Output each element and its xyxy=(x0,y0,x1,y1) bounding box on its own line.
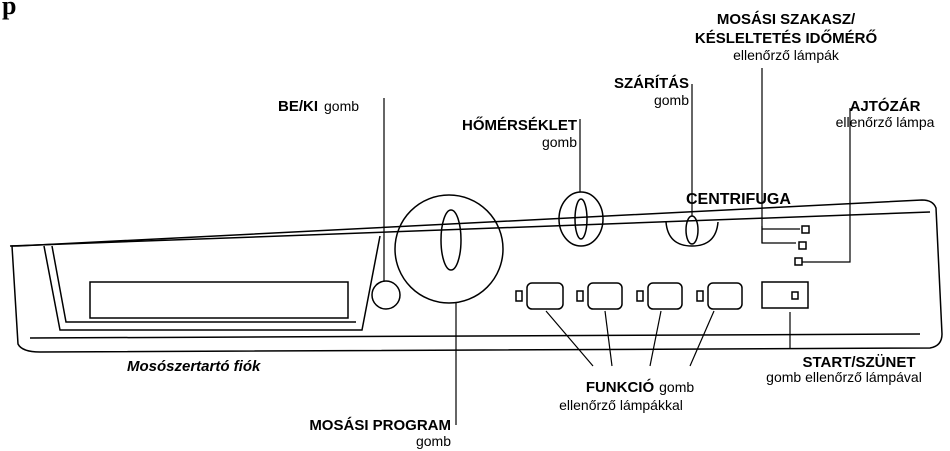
drying-sublabel: gomb xyxy=(654,92,689,108)
wash-phase-sublabel: ellenőrző lámpák xyxy=(733,47,840,63)
leader-lines xyxy=(383,68,851,425)
door-lock-lamp xyxy=(794,257,803,266)
wash-phase-label-2: KÉSLELTETÉS IDŐMÉRŐ xyxy=(695,29,878,47)
detergent-drawer-inner xyxy=(51,245,356,323)
function-lamp-4 xyxy=(696,290,704,302)
drying-knob[interactable] xyxy=(665,221,719,247)
temperature-sublabel: gomb xyxy=(542,134,577,150)
control-panel xyxy=(9,191,943,353)
program-dial[interactable] xyxy=(394,194,504,304)
panel-outline xyxy=(11,199,943,353)
temperature-label: HŐMÉRSÉKLET xyxy=(462,116,577,134)
detergent-drawer-handle xyxy=(89,281,349,319)
drying-label: SZÁRÍTÁS xyxy=(614,75,689,92)
spin-label: CENTRIFUGA xyxy=(686,191,791,208)
function-button-2[interactable] xyxy=(587,282,623,310)
function-button-1[interactable] xyxy=(526,282,564,310)
phase-lamp-2 xyxy=(798,241,807,250)
program-dial-grip xyxy=(440,209,462,271)
start-pause-button[interactable] xyxy=(761,281,809,309)
wash-phase-label-1: MOSÁSI SZAKASZ/ xyxy=(717,11,856,28)
phase-lamp-1 xyxy=(801,225,810,234)
power-button[interactable] xyxy=(371,280,401,310)
start-pause-sublabel: gomb ellenőrző lámpával xyxy=(766,369,922,385)
header-letter: p xyxy=(2,0,16,20)
function-button-3[interactable] xyxy=(647,282,683,310)
function-button-4[interactable] xyxy=(707,282,743,310)
temperature-knob[interactable] xyxy=(558,191,604,247)
start-pause-label: START/SZÜNET xyxy=(802,354,915,371)
panel-inner-bottom xyxy=(29,333,921,339)
function-lamp-3 xyxy=(636,290,644,302)
temperature-knob-grip xyxy=(574,198,588,240)
function-lamp-1 xyxy=(515,290,523,302)
door-lock-label: AJTÓZÁR xyxy=(850,97,921,115)
function-sublabel: ellenőrző lámpákkal xyxy=(559,397,683,413)
panel-top-edge xyxy=(9,211,931,247)
detergent-drawer-label: Mosószertartó fiók xyxy=(127,358,261,375)
function-lamp-2 xyxy=(576,290,584,302)
detergent-drawer xyxy=(43,235,381,331)
door-lock-sublabel: ellenőrző lámpa xyxy=(836,114,935,130)
start-pause-lamp xyxy=(791,291,799,300)
wash-program-label: MOSÁSI PROGRAM xyxy=(309,417,451,434)
wash-program-sublabel: gomb xyxy=(416,433,451,449)
